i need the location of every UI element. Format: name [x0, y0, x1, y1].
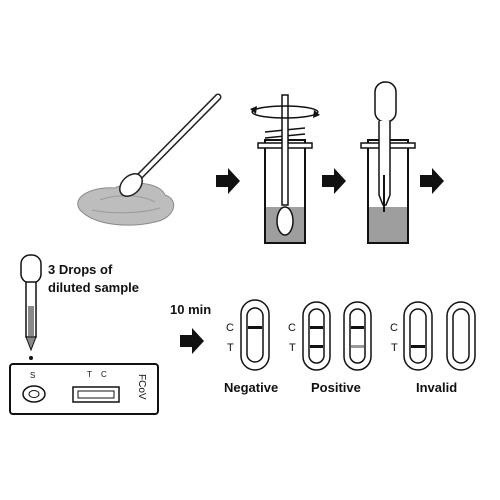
strip-control-mark: C [226, 322, 234, 334]
result-strips [240, 299, 476, 371]
strip-positive-weak [343, 301, 372, 371]
arrow-right-icon [216, 168, 240, 194]
step4-dropper [20, 254, 42, 368]
cassette-test-mark: T [87, 370, 92, 379]
dropper-bulb [20, 254, 42, 284]
strip-test-mark: T [289, 342, 296, 354]
arrow-right-icon [322, 168, 346, 194]
dropper-bulb [374, 81, 397, 123]
cassette-sample-mark: S [30, 371, 35, 380]
arrow-right-icon [180, 328, 204, 354]
step3-draw-sample [360, 81, 416, 244]
test-line [310, 345, 323, 348]
test-cassette [9, 363, 159, 415]
drops-instruction-line2: diluted sample [48, 280, 139, 295]
swab-tip-in-tube [276, 206, 294, 236]
strip-invalid-test-only [403, 301, 433, 371]
strip-control-mark: C [288, 322, 296, 334]
swab-tip [119, 173, 143, 197]
strip-invalid-no-lines [446, 301, 476, 371]
strip-negative [240, 299, 270, 371]
test-line [411, 345, 425, 348]
strip-test-mark: T [391, 342, 398, 354]
drop [29, 356, 33, 360]
control-line [310, 326, 323, 329]
timer-label: 10 min [170, 302, 211, 317]
cassette-brand: FCoV [136, 374, 147, 400]
sample-well [22, 385, 46, 403]
result-label-positive: Positive [311, 380, 361, 395]
drops-instruction-line1: 3 Drops of [48, 262, 113, 277]
strip-test-mark: T [227, 342, 234, 354]
strip-control-mark: C [390, 322, 398, 334]
fecal-sample-shape [77, 182, 175, 226]
result-label-negative: Negative [224, 380, 278, 395]
swab-in-tube [281, 94, 289, 206]
test-line-faint [351, 345, 364, 348]
cassette-control-mark: C [101, 370, 107, 379]
strip-positive-strong [302, 301, 331, 371]
control-line [248, 326, 262, 329]
step2-mix-tube [250, 94, 320, 244]
control-line [351, 326, 364, 329]
step1-swab-sample [77, 93, 222, 226]
tube-liquid [368, 207, 408, 243]
result-label-invalid: Invalid [416, 380, 457, 395]
arrow-right-icon [420, 168, 444, 194]
